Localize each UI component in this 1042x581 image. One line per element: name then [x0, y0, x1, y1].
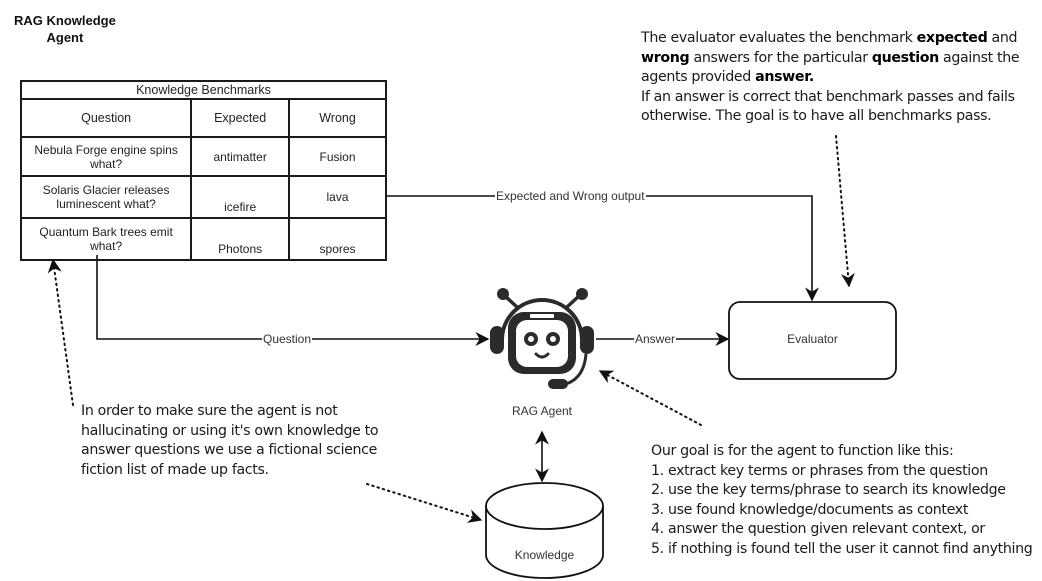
title-line-1: RAG Knowledge [14, 13, 116, 28]
dotted-arrow-evaluator-note [835, 135, 855, 288]
note-text: against the agents provided [641, 49, 1020, 86]
evaluator-label: Evaluator [787, 332, 838, 346]
table-row: Nebula Forge engine spins what? antimatt… [19, 136, 387, 177]
note-text: and [987, 30, 1018, 46]
cell-expected: antimatter [190, 136, 291, 177]
note-text: The evaluator evaluates the benchmark [641, 30, 917, 46]
goal-step: 4. answer the question given relevant co… [651, 521, 985, 538]
note-bold-wrong: wrong [641, 49, 690, 66]
note-bold-question: question [871, 49, 939, 66]
title-line-2: Agent [46, 30, 84, 45]
table-row: Solaris Glacier releases luminescent wha… [19, 175, 387, 219]
header-wrong: Wrong [288, 98, 387, 138]
note-bold-answer: answer. [755, 69, 814, 86]
edge-label-answer: Answer [634, 332, 677, 346]
dotted-arrow-table-note [47, 258, 74, 406]
knowledge-benchmarks-table: Knowledge Benchmarks Question Expected W… [19, 80, 387, 261]
cell-question: Nebula Forge engine spins what? [19, 136, 193, 177]
note-text: answers for the particular [689, 49, 872, 66]
table-caption: Knowledge Benchmarks [20, 80, 387, 100]
table-row: Quantum Bark trees emit what? Photons sp… [19, 217, 387, 261]
header-question: Question [19, 98, 193, 138]
evaluator-box[interactable] [728, 301, 897, 380]
evaluator-note: The evaluator evaluates the benchmark ex… [641, 29, 1041, 127]
header-expected: Expected [190, 98, 291, 138]
robot-agent-icon[interactable] [490, 288, 594, 389]
evaluator-note-paragraph-1: The evaluator evaluates the benchmark ex… [641, 29, 1041, 88]
goal-step: 1. extract key terms or phrases from the… [651, 462, 988, 479]
dotted-arrow-knowledge-note [366, 483, 483, 523]
cell-question: Solaris Glacier releases luminescent wha… [19, 175, 193, 219]
cell-wrong: spores [288, 217, 387, 261]
cell-wrong: Fusion [288, 136, 387, 177]
dotted-arrow-agent-note [598, 370, 702, 426]
cell-expected: Photons [190, 217, 291, 261]
evaluator-note-paragraph-2: If an answer is correct that benchmark p… [641, 88, 1015, 125]
goal-intro: Our goal is for the agent to function li… [651, 443, 954, 459]
note-bold-expected: expected [916, 30, 988, 46]
edge-label-expected-wrong: Expected and Wrong output [495, 189, 646, 203]
cell-wrong: lava [288, 175, 387, 219]
edge-expected-wrong [387, 195, 819, 302]
cell-expected: icefire [190, 175, 291, 219]
goal-step: 2. use the key terms/phrase to search it… [651, 482, 1006, 499]
goal-step: 5. if nothing is found tell the user it … [651, 540, 1033, 557]
knowledge-label: Knowledge [514, 548, 575, 562]
diagram-title: RAG Knowledge Agent [14, 12, 116, 46]
goal-step: 3. use found knowledge/documents as cont… [651, 501, 969, 518]
cell-question: Quantum Bark trees emit what? [19, 217, 193, 261]
edge-label-question: Question [262, 332, 313, 346]
agent-label: RAG Agent [511, 404, 573, 418]
knowledge-cylinder[interactable] [485, 482, 604, 579]
hallucination-note: In order to make sure the agent is not h… [81, 403, 379, 478]
edge-question [96, 255, 490, 346]
goal-note: Our goal is for the agent to function li… [651, 442, 1042, 560]
